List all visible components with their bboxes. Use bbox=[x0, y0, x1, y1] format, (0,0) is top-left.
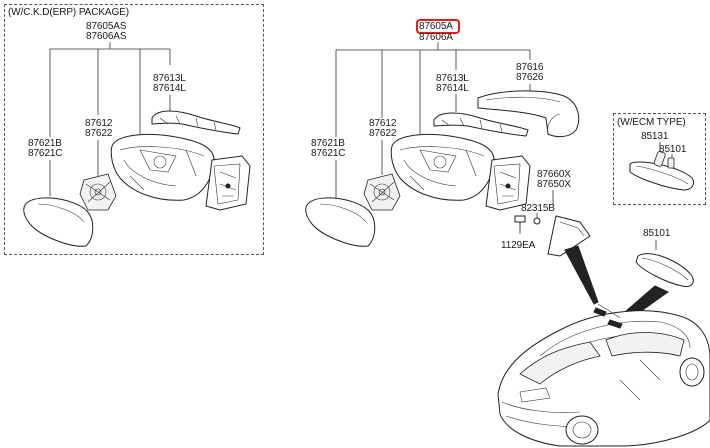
left-cover-code-2: 87614L bbox=[153, 83, 186, 94]
ecm-type-label: (W/ECM TYPE) bbox=[617, 117, 686, 128]
center-mirror-glass bbox=[305, 197, 376, 247]
bolt-code: 82315B bbox=[521, 203, 555, 214]
center-glass-code-2: 87621C bbox=[311, 148, 346, 159]
left-glass-code-2: 87621C bbox=[28, 148, 63, 159]
triangle-code-1: 87660X bbox=[537, 169, 571, 180]
center-cap-code-2: 87626 bbox=[516, 72, 544, 83]
car-illustration bbox=[497, 303, 710, 447]
inside-mirror-code: 85101 bbox=[643, 228, 671, 239]
center-cover-code-1: 87613L bbox=[436, 73, 469, 84]
left-cover-code-1: 87613L bbox=[153, 73, 186, 84]
triangle-code-2: 87650X bbox=[537, 179, 571, 190]
center-glass-code-1: 87621B bbox=[311, 138, 345, 149]
left-actuator-code-1: 87612 bbox=[85, 118, 113, 129]
erp-package-box bbox=[4, 4, 264, 255]
left-mirror-glass bbox=[23, 197, 94, 247]
left-assembly-code-2: 87606AS bbox=[86, 31, 127, 42]
left-actuator-code-2: 87622 bbox=[85, 128, 113, 139]
left-mount-bracket bbox=[205, 155, 251, 211]
center-mirror-housing bbox=[390, 133, 495, 201]
center-actuator-code-2: 87622 bbox=[369, 128, 397, 139]
left-mirror-housing bbox=[110, 133, 215, 201]
ecm-code-2: 85101 bbox=[659, 144, 687, 155]
left-assembly-code-1: 87605AS bbox=[86, 21, 127, 32]
center-actuator-code-1: 87612 bbox=[369, 118, 397, 129]
left-actuator bbox=[79, 173, 117, 211]
ecm-inside-mirror bbox=[629, 151, 695, 191]
left-leaders bbox=[49, 42, 171, 196]
center-assembly-code-1: 87605A bbox=[419, 21, 453, 32]
erp-package-label: (W/C.K.D(ERP) PACKAGE) bbox=[8, 7, 129, 18]
left-glass-code-1: 87621B bbox=[28, 138, 62, 149]
highlighted-part-box bbox=[416, 19, 460, 34]
nut-1129ea bbox=[514, 215, 526, 230]
center-cover-strip bbox=[433, 112, 529, 137]
center-assembly-code-2: 87606A bbox=[419, 32, 453, 43]
center-cover-code-2: 87614L bbox=[436, 83, 469, 94]
triangle-cover bbox=[547, 215, 591, 257]
center-actuator bbox=[363, 173, 401, 211]
ecm-code-1: 85131 bbox=[641, 131, 669, 142]
center-mount-bracket bbox=[485, 155, 531, 211]
bolt-82315b bbox=[533, 217, 541, 225]
ecm-type-box bbox=[613, 113, 706, 205]
left-cover-strip bbox=[151, 110, 241, 135]
pointer-wedge-outer bbox=[564, 245, 599, 305]
nut-code: 1129EA bbox=[501, 240, 536, 251]
center-cap-code-1: 87616 bbox=[516, 62, 544, 73]
inside-rearview-mirror bbox=[635, 253, 694, 287]
center-mirror-cap bbox=[477, 90, 580, 138]
